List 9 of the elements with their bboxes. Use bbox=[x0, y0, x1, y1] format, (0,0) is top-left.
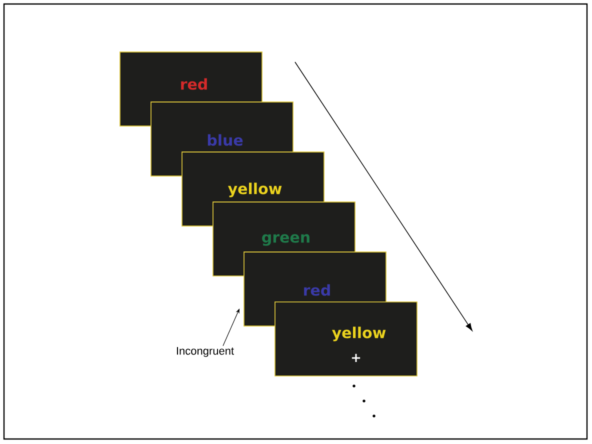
word-text: yellow bbox=[332, 326, 386, 342]
annotation-label: Incongruent bbox=[176, 347, 234, 357]
word-text: red bbox=[181, 78, 207, 90]
stimulus-card bbox=[274, 302, 418, 376]
word-text: green bbox=[262, 234, 310, 246]
word-text: + bbox=[352, 354, 360, 362]
word-text: yellow bbox=[228, 182, 282, 198]
word-text: red bbox=[304, 284, 330, 296]
word-text: blue bbox=[208, 134, 243, 146]
